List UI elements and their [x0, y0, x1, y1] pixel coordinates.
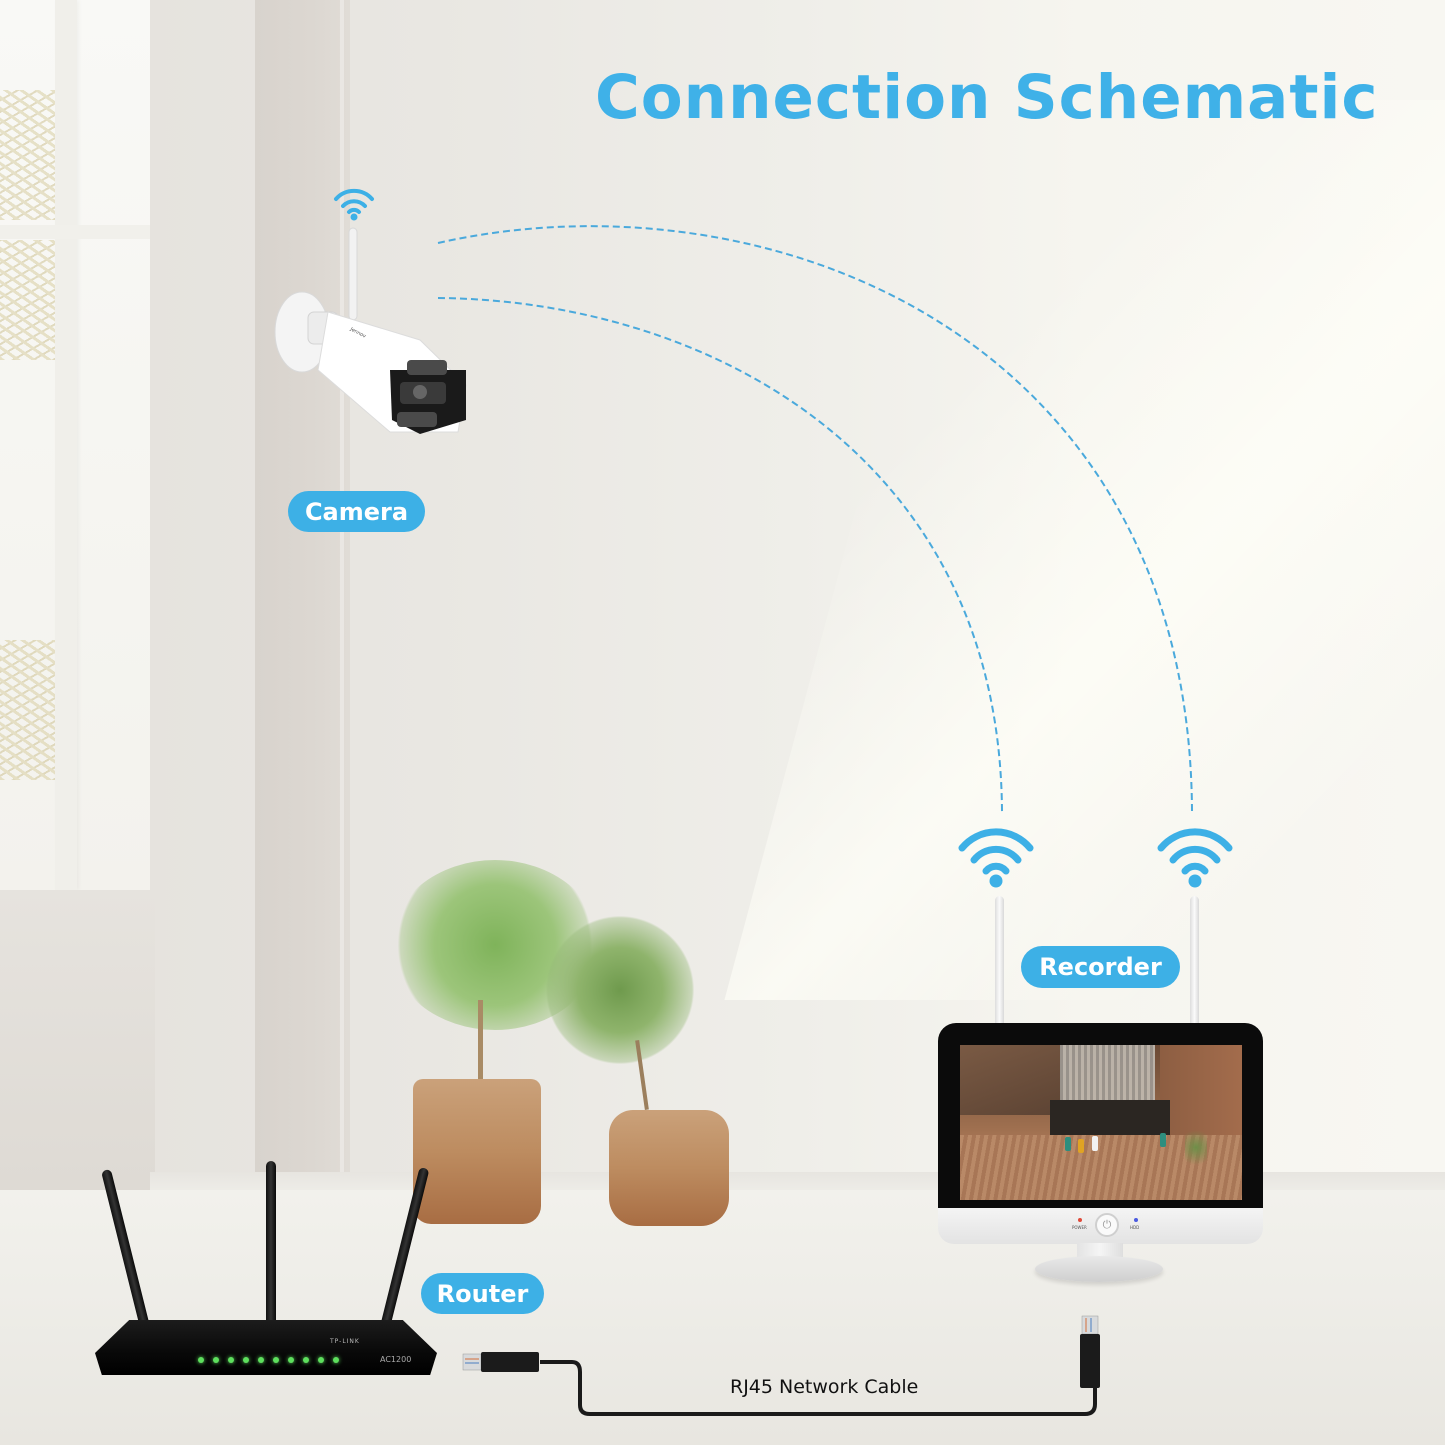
wall-pillar	[255, 0, 350, 1200]
power-led-label: POWER	[1072, 1225, 1087, 1230]
status-led	[258, 1357, 264, 1363]
feed-glass-doors	[1050, 1100, 1170, 1135]
window-mullion	[55, 0, 77, 890]
status-led	[228, 1357, 234, 1363]
recorder-monitor	[938, 1023, 1263, 1233]
status-led	[213, 1357, 219, 1363]
rj45-plug-router-end	[462, 1352, 539, 1372]
status-led	[288, 1357, 294, 1363]
feed-person	[1078, 1139, 1084, 1153]
feed-person	[1065, 1137, 1071, 1151]
window-sill	[0, 890, 155, 1190]
plant-pot	[609, 1110, 729, 1226]
hdd-led-label: HDD	[1130, 1225, 1140, 1230]
hdd-led	[1134, 1218, 1138, 1222]
window-foliage	[0, 640, 55, 780]
power-button[interactable]: ⏻	[1095, 1213, 1119, 1237]
nvr-recorder: POWER ⏻ HDD	[935, 828, 1265, 1290]
router-brand: TP-LINK	[330, 1338, 360, 1345]
router-status-leds	[198, 1357, 339, 1363]
feed-person	[1092, 1136, 1098, 1151]
status-led	[303, 1357, 309, 1363]
recorder-antenna-left	[995, 896, 1004, 1028]
status-led	[243, 1357, 249, 1363]
recorder-label: Recorder	[1021, 946, 1180, 988]
wall-edge	[340, 0, 344, 1200]
feed-lattice-wall	[1060, 1045, 1155, 1100]
wifi-icon	[334, 188, 374, 221]
status-led	[333, 1357, 339, 1363]
wifi-icon	[1157, 828, 1233, 888]
status-led	[318, 1357, 324, 1363]
window	[0, 0, 150, 890]
recorder-control-panel: POWER ⏻ HDD	[938, 1208, 1263, 1244]
plant-pot	[413, 1079, 541, 1224]
plant-leaves	[545, 915, 695, 1065]
feed-person	[1160, 1133, 1166, 1147]
router-body	[95, 1320, 437, 1375]
router-antenna-center	[266, 1161, 276, 1331]
rj45-plug-recorder-end	[1080, 1315, 1100, 1388]
power-led	[1078, 1218, 1082, 1222]
wifi-icon	[958, 828, 1034, 888]
cable-label: RJ45 Network Cable	[730, 1376, 919, 1398]
recorder-stand-base	[1035, 1256, 1163, 1282]
feed-plant	[1185, 1125, 1207, 1170]
page-title: Connection Schematic	[595, 62, 1379, 133]
recorder-antenna-right	[1190, 896, 1199, 1028]
window-foliage	[0, 90, 55, 220]
live-camera-feed	[960, 1045, 1242, 1200]
status-led	[198, 1357, 204, 1363]
camera-label: Camera	[288, 491, 425, 532]
window-foliage	[0, 240, 55, 360]
power-icon: ⏻	[1102, 1218, 1112, 1231]
router-model: AC1200	[380, 1355, 412, 1364]
router-label: Router	[421, 1273, 544, 1314]
status-led	[273, 1357, 279, 1363]
plant-stem	[478, 1000, 483, 1080]
window-rail	[0, 225, 150, 239]
security-camera: Jennov	[274, 227, 467, 434]
wifi-router: TP-LINK AC1200	[90, 1155, 450, 1395]
